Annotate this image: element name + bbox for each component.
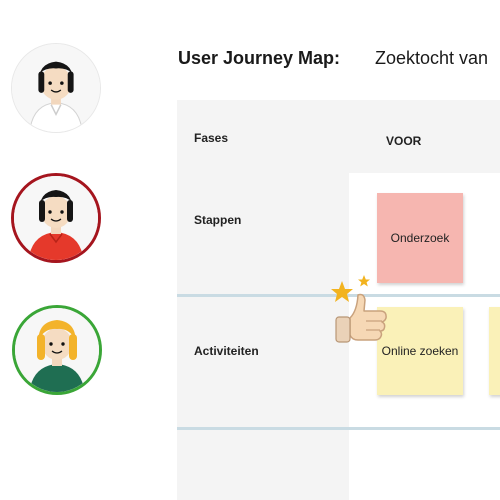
thumbs-up-icon	[335, 293, 387, 343]
row-label-stappen: Stappen	[194, 213, 242, 227]
thumbs-up-reaction[interactable]	[324, 273, 390, 345]
star-icon	[358, 275, 370, 287]
avatar-blonde-green[interactable]	[12, 305, 102, 395]
row-divider	[177, 427, 500, 430]
avatar-white-shirt[interactable]	[11, 43, 101, 133]
phase-header-voor: VOOR	[386, 134, 422, 148]
avatar-red-shirt[interactable]	[11, 173, 101, 263]
row-label-activiteiten: Activiteiten	[194, 344, 259, 358]
page-subtitle: Zoektocht van	[375, 48, 489, 68]
star-icon	[331, 281, 353, 302]
sticky-note-partial[interactable]	[489, 307, 500, 395]
sticky-note-online-zoeken[interactable]: Online zoeken	[377, 307, 463, 395]
row-label-fases: Fases	[194, 131, 229, 145]
sticky-note-onderzoek[interactable]: Onderzoek	[377, 193, 463, 283]
page-title: User Journey Map:	[178, 48, 341, 68]
